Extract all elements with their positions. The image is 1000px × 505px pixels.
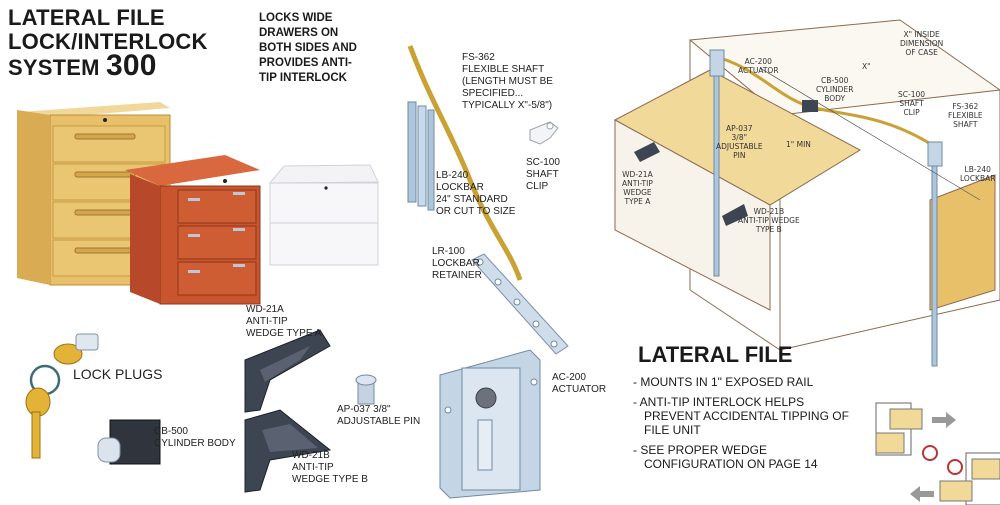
diagram-actuator <box>709 49 725 77</box>
bullet-item: - ANTI-TIP INTERLOCK HELPS PREVENT ACCID… <box>633 395 849 437</box>
diagram-label-sc-100: SC-100 SHAFT CLIP <box>898 90 926 117</box>
diagram-actuator-right <box>927 141 943 167</box>
title-line-1: LATERAL FILE <box>8 5 165 30</box>
actuator-ac-200 <box>439 349 541 499</box>
label-fs-362: FS-362 FLEXIBLE SHAFT (LENGTH MUST BE SP… <box>462 52 553 111</box>
diagram-label-x: X" <box>862 62 871 71</box>
diagram-lockbar-right <box>931 165 938 367</box>
diagram-label-cb-500: CB-500 CYLINDER BODY <box>816 76 854 103</box>
label-cb-500: CB-500 CYLINDER BODY <box>154 426 236 449</box>
title-prefix: SYSTEM <box>8 55 106 80</box>
prohibited-icon <box>922 445 938 461</box>
label-ap-037: AP-037 3/8" ADJUSTABLE PIN <box>337 404 421 427</box>
title-number: 300 <box>105 49 157 82</box>
page-title: LATERAL FILE LOCK/INTERLOCK SYSTEM 300 <box>8 5 208 81</box>
lateral-file-bullets: - MOUNTS IN 1" EXPOSED RAIL - ANTI-TIP I… <box>633 375 863 477</box>
diagram-cylinder-body <box>802 100 818 112</box>
title-line-3: SYSTEM 300 <box>8 51 208 81</box>
shaft-clip-sc-100 <box>529 121 559 145</box>
diagram-label-inside-dimension: X" INSIDE DIMENSION OF CASE <box>900 30 944 57</box>
diagram-lockbar-left <box>713 75 720 277</box>
prohibited-icon <box>947 459 963 475</box>
lock-plug-and-cylinder-illustrations <box>25 333 161 465</box>
lateral-file-heading: LATERAL FILE <box>638 342 793 367</box>
diagram-label-wd-21a: WD-21A ANTI-TIP WEDGE TYPE A <box>622 170 653 206</box>
arrow-right-icon <box>932 412 956 428</box>
title-line-2: LOCK/INTERLOCK <box>8 29 208 54</box>
lockbar-lb-240 <box>407 101 435 211</box>
arrow-left-icon <box>910 486 934 502</box>
white-lateral-file-cabinet <box>268 164 379 266</box>
lockbar-retainer-lr-100 <box>471 253 569 355</box>
wedge-configuration-diagram <box>875 402 1000 505</box>
diagram-label-wd-21b: WD-21B ANTI-TIP WEDGE TYPE B <box>738 207 800 234</box>
label-wd-21a: WD-21A ANTI-TIP WEDGE TYPE A <box>246 304 322 339</box>
label-wd-21b: WD-21B ANTI-TIP WEDGE TYPE B <box>292 450 368 485</box>
anti-tip-wedge-type-a <box>244 329 331 413</box>
cylinder-body-cb-500 <box>97 419 161 465</box>
label-lr-100: LR-100 LOCKBAR RETAINER <box>432 246 482 281</box>
lock-plugs-keys <box>25 333 99 459</box>
label-sc-100: SC-100 SHAFT CLIP <box>526 157 560 192</box>
anti-tip-wedge-type-b <box>244 409 332 493</box>
oak-lateral-file-cabinet <box>17 102 171 286</box>
bullet-item: - MOUNTS IN 1" EXPOSED RAIL <box>633 375 814 389</box>
label-ac-200: AC-200 ACTUATOR <box>552 372 607 395</box>
bullet-item: - SEE PROPER WEDGE CONFIGURATION ON PAGE… <box>633 443 818 471</box>
diagram-label-lb-240: LB-240 LOCKBAR <box>960 165 996 183</box>
diagram-wedge-a <box>634 142 660 162</box>
parts-illustrations <box>407 45 569 499</box>
case-top <box>688 19 1000 116</box>
tagline: LOCKS WIDE DRAWERS ON BOTH SIDES AND PRO… <box>259 12 357 84</box>
adjustable-pin-ap-037 <box>355 374 377 405</box>
diagram-label-ap-037: AP-037 3/8" ADJUSTABLE PIN <box>716 124 763 160</box>
diagram-wedge-b <box>722 204 748 226</box>
lateral-file-installation-diagram <box>613 19 1000 367</box>
diagram-label-fs-362: FS-362 FLEXIBLE SHAFT <box>948 102 983 129</box>
label-lb-240: LB-240 LOCKBAR 24" STANDARD OR CUT TO SI… <box>436 170 516 217</box>
diagram-label-ac-200: AC-200 ACTUATOR <box>738 57 779 75</box>
label-lock-plugs: LOCK PLUGS <box>73 366 163 382</box>
x-dimension-line <box>759 67 981 201</box>
flexible-shaft-fs-362 <box>407 45 523 281</box>
diagram-label-1-min: 1" MIN <box>786 140 811 149</box>
lower-drawer <box>929 174 996 311</box>
cabinet-illustrations <box>17 102 379 305</box>
wedge-and-pin-illustrations <box>244 329 377 493</box>
cherry-lateral-file-cabinet <box>125 155 261 305</box>
